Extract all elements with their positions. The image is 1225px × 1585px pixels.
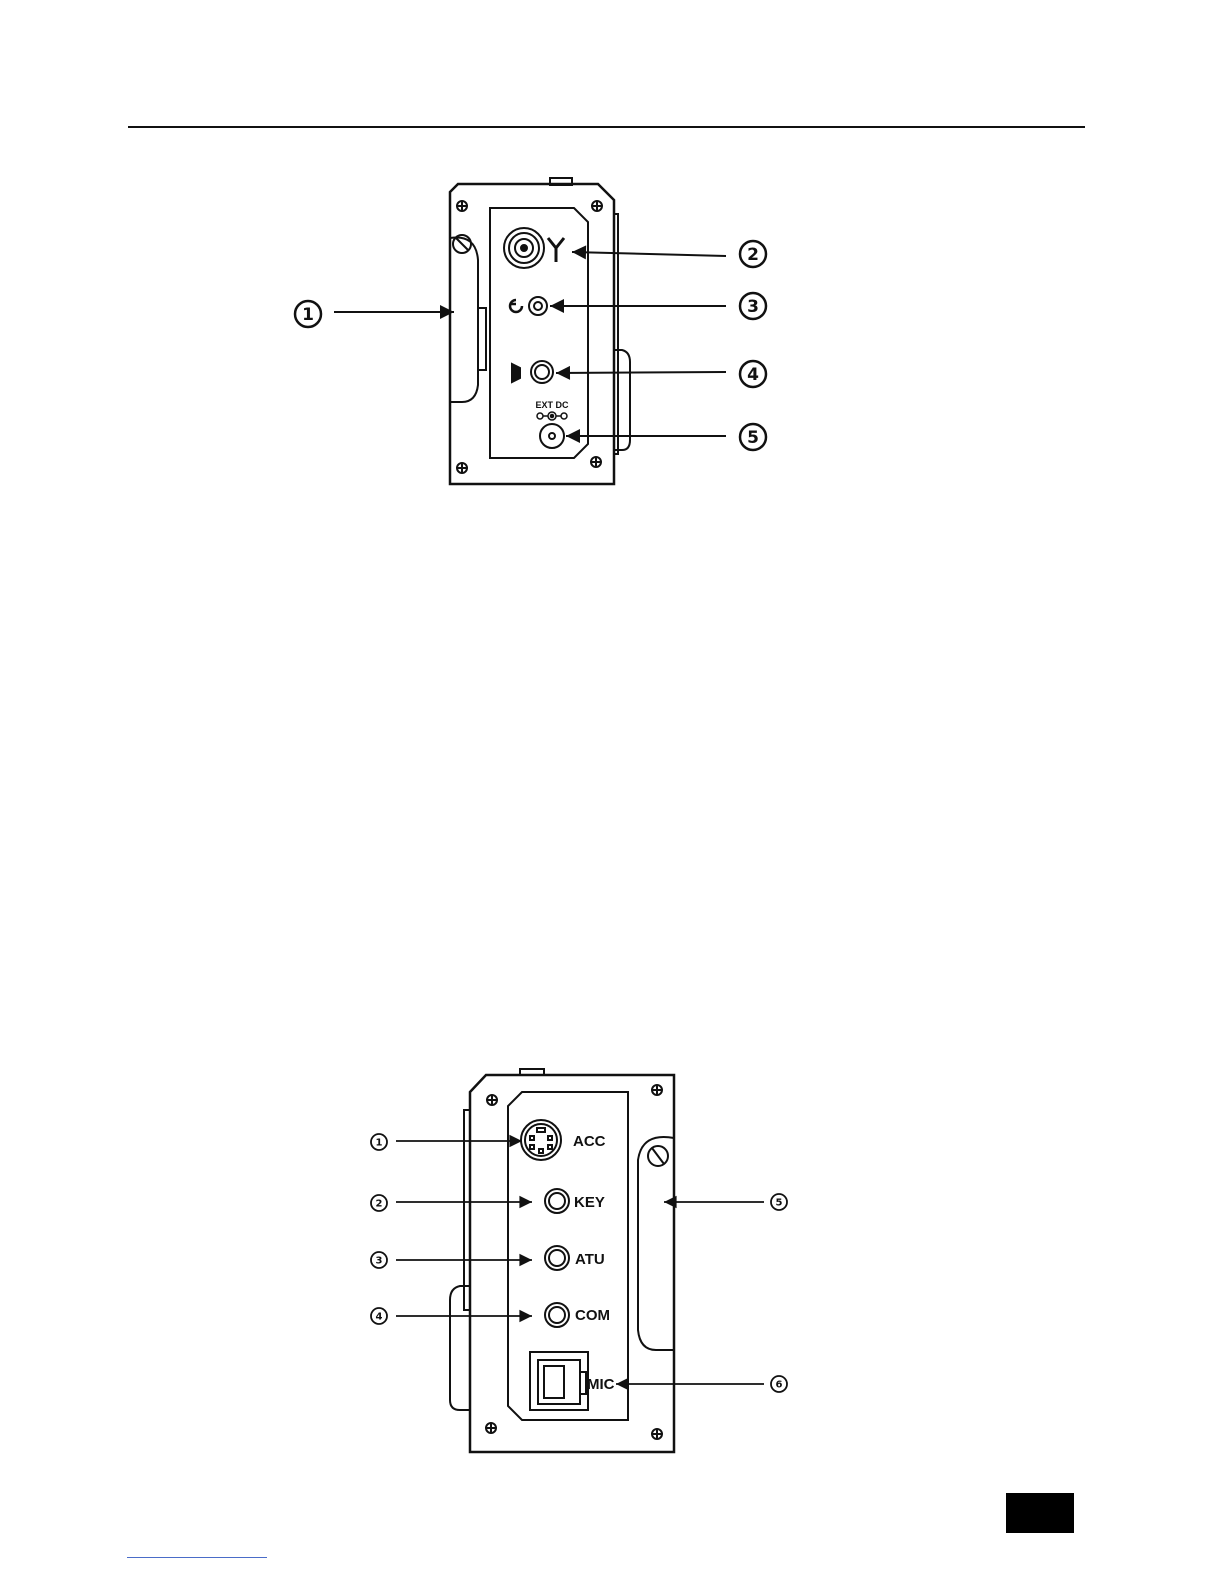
svg-text:3: 3: [747, 297, 759, 317]
acc-label: ACC: [573, 1133, 606, 1150]
screw-icon: [652, 1085, 662, 1095]
top-callout-arrows: [334, 252, 726, 436]
screw-icon: [486, 1423, 496, 1433]
callout-2: 2: [740, 241, 766, 267]
com-label: COM: [575, 1307, 610, 1324]
svg-text:2: 2: [747, 245, 759, 265]
svg-text:6: 6: [776, 1380, 783, 1391]
svg-text:5: 5: [776, 1198, 783, 1209]
com-jack: [545, 1303, 569, 1327]
screw-icon: [457, 201, 467, 211]
footer-link-rule: [127, 1557, 267, 1558]
screw-icon: [591, 457, 601, 467]
dc-polarity-icon: [537, 412, 567, 420]
svg-text:2: 2: [376, 1199, 383, 1210]
svg-text:3: 3: [376, 1256, 383, 1267]
top-callouts: 1 2 3 4 5: [295, 241, 766, 450]
top-panel-drawing: [450, 178, 630, 484]
svg-text:1: 1: [376, 1138, 383, 1149]
callout-4: 4: [740, 361, 766, 387]
dc-jack: [540, 424, 564, 448]
callout-5: 5: [771, 1194, 787, 1210]
screw-icon: [487, 1095, 497, 1105]
page-number-block: [1006, 1493, 1074, 1533]
antenna-connector: [504, 228, 544, 268]
ext-dc-label: EXT DC: [535, 400, 569, 410]
callout-1: 1: [371, 1134, 387, 1150]
svg-text:5: 5: [747, 428, 759, 448]
screw-icon: [652, 1429, 662, 1439]
screw-icon: [592, 201, 602, 211]
mic-label: MIC: [587, 1376, 615, 1393]
atu-label: ATU: [575, 1251, 605, 1268]
callout-3: 3: [740, 293, 766, 319]
speaker-jack: [531, 361, 553, 383]
earphone-jack: [529, 297, 547, 315]
svg-text:1: 1: [302, 305, 314, 325]
screw-icon: [457, 463, 467, 473]
key-jack: [545, 1189, 569, 1213]
svg-text:4: 4: [376, 1312, 383, 1323]
callout-2: 2: [371, 1195, 387, 1211]
svg-text:4: 4: [747, 365, 759, 385]
headphone-icon: [510, 300, 522, 312]
atu-jack: [545, 1246, 569, 1270]
speaker-icon: [512, 364, 520, 382]
callout-5: 5: [740, 424, 766, 450]
key-label: KEY: [574, 1194, 605, 1211]
antenna-icon: [548, 238, 564, 262]
callout-3: 3: [371, 1252, 387, 1268]
mic-connector: [530, 1352, 588, 1410]
callout-6: 6: [771, 1376, 787, 1392]
callout-4: 4: [371, 1308, 387, 1324]
acc-connector: [521, 1120, 561, 1160]
callout-1: 1: [295, 301, 321, 327]
